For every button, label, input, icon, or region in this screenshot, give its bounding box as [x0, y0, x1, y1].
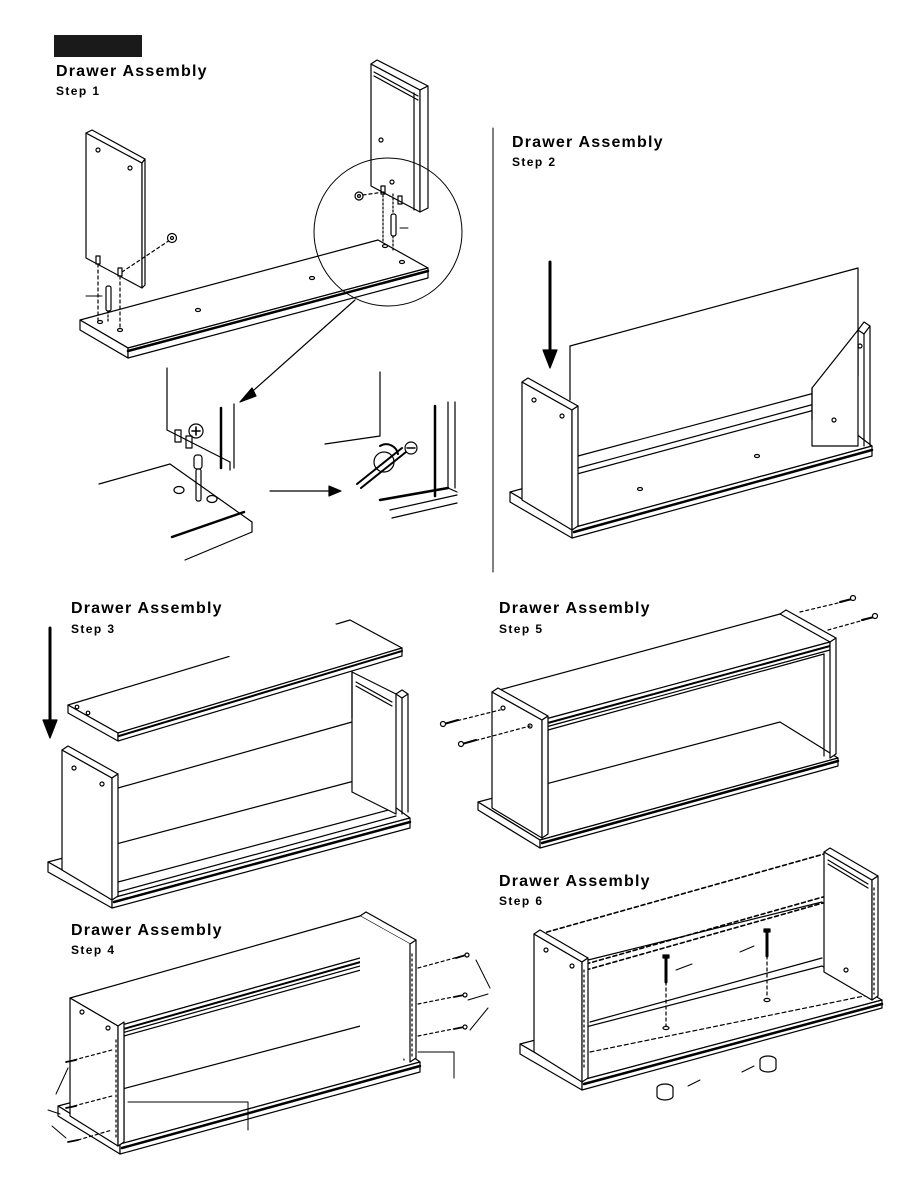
- screw-icon: [828, 614, 878, 631]
- drawer-knob-icon: [657, 1080, 700, 1100]
- step-2-illustration: [510, 262, 872, 538]
- cam-lock-icon: [168, 234, 177, 243]
- step-3-illustration: [43, 620, 410, 908]
- dowel-icon: [391, 194, 408, 250]
- arrow-right-icon: [270, 486, 341, 496]
- screw-icon: [740, 929, 770, 1002]
- step-1-label: Step 1: [56, 84, 101, 98]
- drawer-knob-icon: [742, 1056, 776, 1072]
- right-side-panel: [371, 60, 428, 212]
- step-3-title: Drawer Assembly: [71, 600, 223, 617]
- step-1-illustration: [80, 60, 462, 560]
- step-3-label: Step 3: [71, 622, 116, 636]
- detail-cam-dowel: [99, 368, 252, 560]
- cam-lock-icon: [355, 192, 363, 200]
- detail-magnifier: [314, 158, 462, 306]
- screw-icon: [418, 993, 467, 1004]
- step-5-title: Drawer Assembly: [499, 600, 651, 617]
- drawer-bottom-board: [80, 240, 428, 358]
- arrow-detail-icon: [240, 300, 355, 402]
- screw-icon: [441, 710, 501, 727]
- step-4-title: Drawer Assembly: [71, 922, 223, 939]
- step-4-label: Step 4: [71, 943, 116, 957]
- screw-icon: [418, 1025, 467, 1036]
- screw-icon: [66, 1096, 112, 1108]
- step-2-title: Drawer Assembly: [512, 134, 664, 151]
- step-2-label: Step 2: [512, 155, 557, 169]
- screw-icon: [459, 726, 531, 747]
- screwdriver-icon: [325, 372, 457, 518]
- screw-icon: [418, 953, 469, 968]
- step-6-title: Drawer Assembly: [499, 873, 651, 890]
- dowel-icon: [86, 286, 111, 322]
- section-tab: [54, 35, 142, 57]
- step-6-label: Step 6: [499, 894, 544, 908]
- screw-icon: [800, 596, 856, 613]
- step-5-illustration: [441, 596, 878, 849]
- step-5-label: Step 5: [499, 622, 544, 636]
- step-1-title: Drawer Assembly: [56, 63, 208, 80]
- arrow-down-icon: [543, 262, 557, 368]
- step-6-illustration: [520, 848, 882, 1100]
- arrow-down-icon: [43, 628, 57, 738]
- left-side-panel: [86, 130, 170, 330]
- screw-icon: [68, 1130, 112, 1142]
- screw-icon: [66, 1050, 112, 1062]
- screw-icon: [663, 955, 692, 1030]
- back-panel: [570, 268, 858, 376]
- step-4-illustration: [48, 912, 490, 1154]
